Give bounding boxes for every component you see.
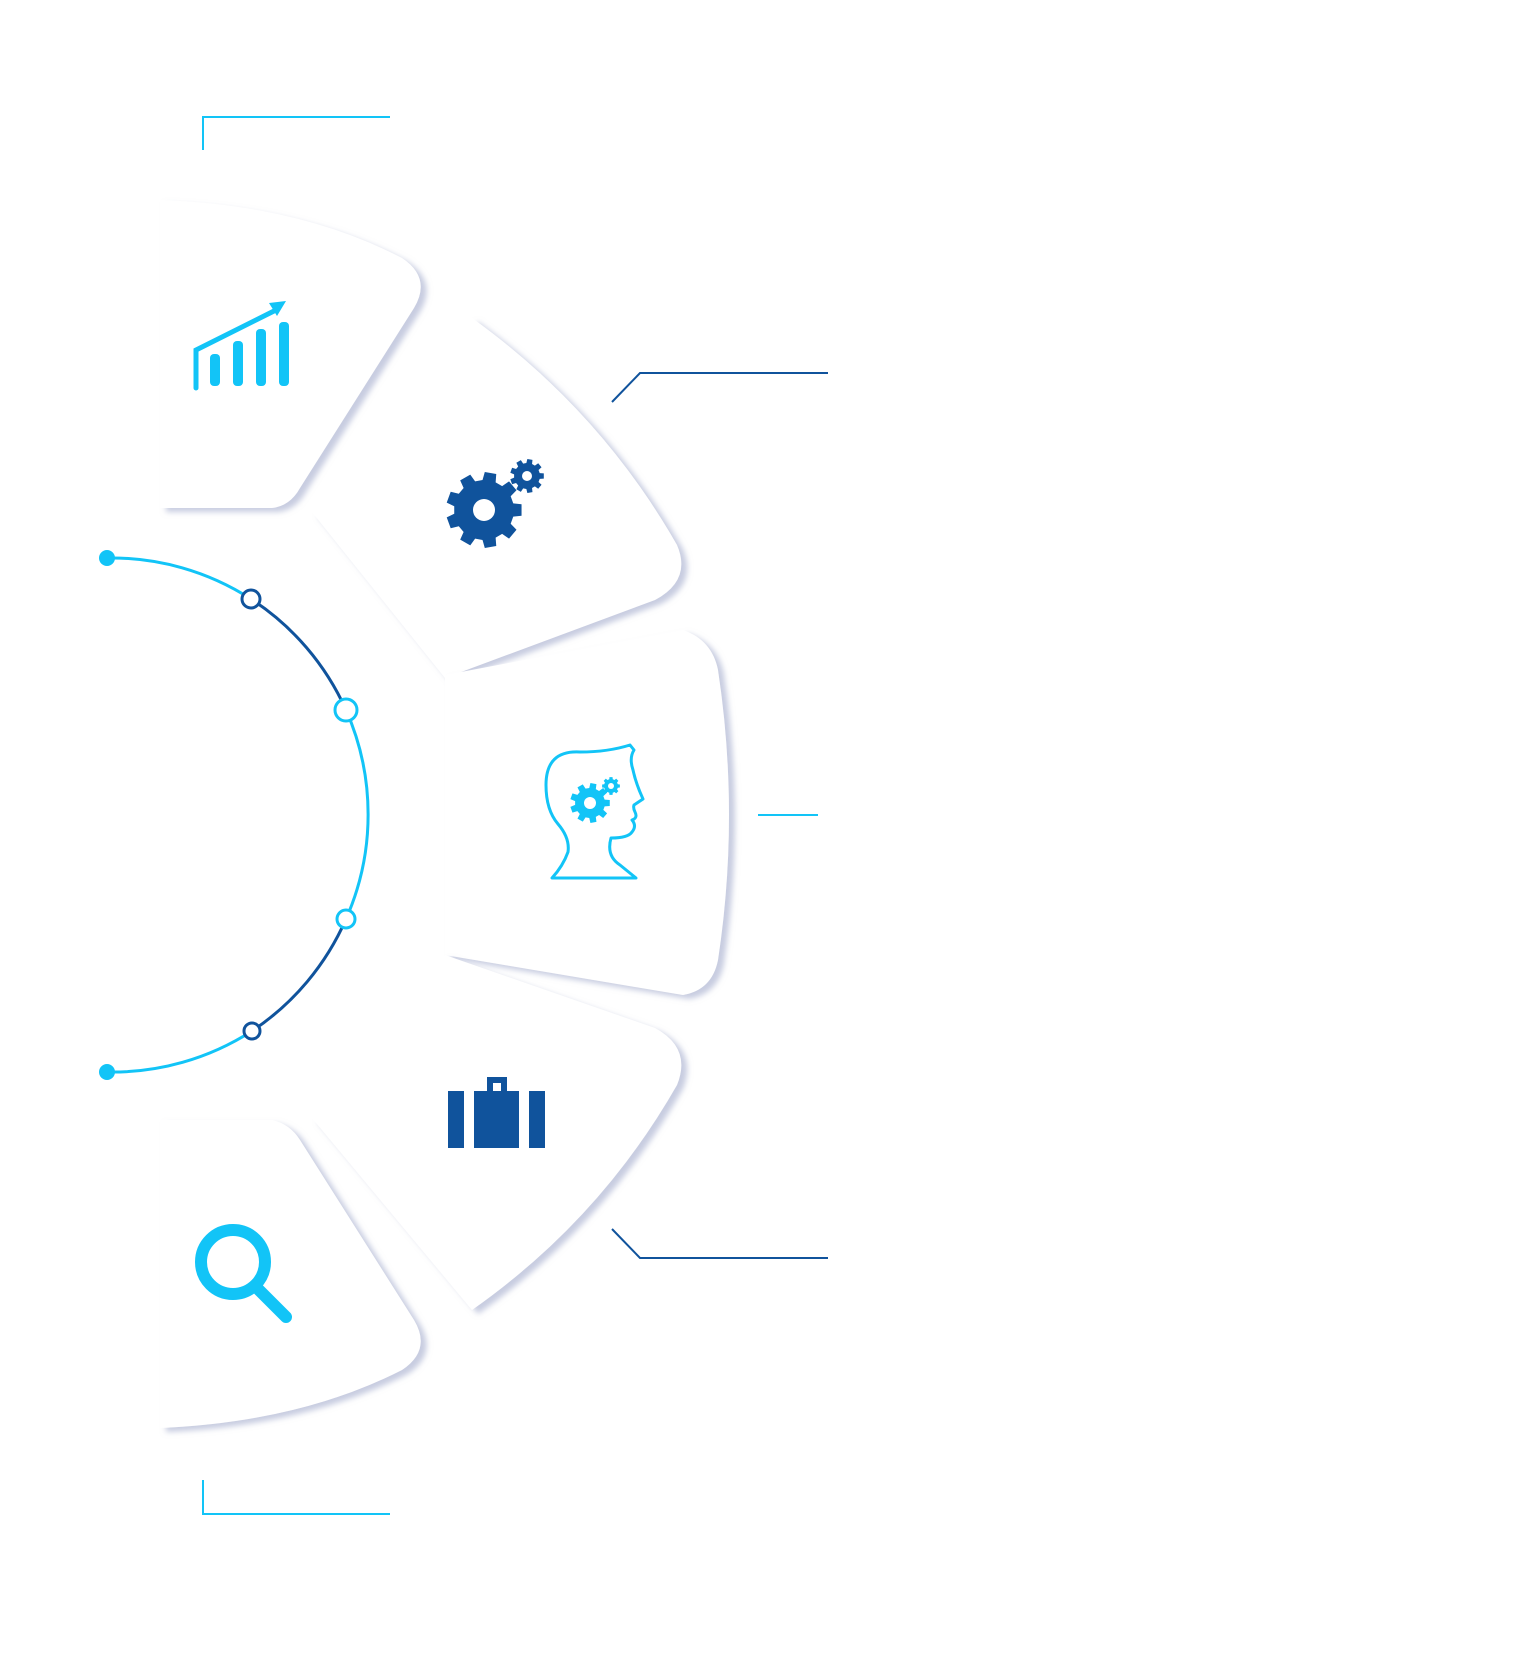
gear-large-hole [473, 499, 495, 521]
arc-end-dot-bottom [99, 1064, 115, 1080]
connector-line-5 [202, 1480, 390, 1515]
briefcase-icon [448, 1077, 545, 1148]
arc-node-3 [335, 908, 357, 930]
arc-node-1 [240, 588, 262, 610]
bar-chart-growth-icon [193, 301, 289, 391]
gear-small-hole [522, 471, 532, 481]
inner-arc [105, 556, 370, 1074]
arc-end-dot-top [99, 550, 115, 566]
segment-1-card [160, 200, 421, 508]
arc-node-2 [333, 697, 359, 723]
head-gear-large-hole [584, 797, 596, 809]
magnifier-icon [195, 1224, 292, 1323]
connector-line-1 [202, 116, 390, 150]
segment-5-card [160, 1120, 421, 1428]
connector-line-2 [611, 372, 828, 403]
gears-icon [446, 459, 544, 548]
arc-node-4 [242, 1021, 262, 1041]
head-with-gears-icon [544, 743, 645, 880]
head-gear-small-hole [608, 783, 614, 789]
connector-line-4 [611, 1228, 828, 1259]
